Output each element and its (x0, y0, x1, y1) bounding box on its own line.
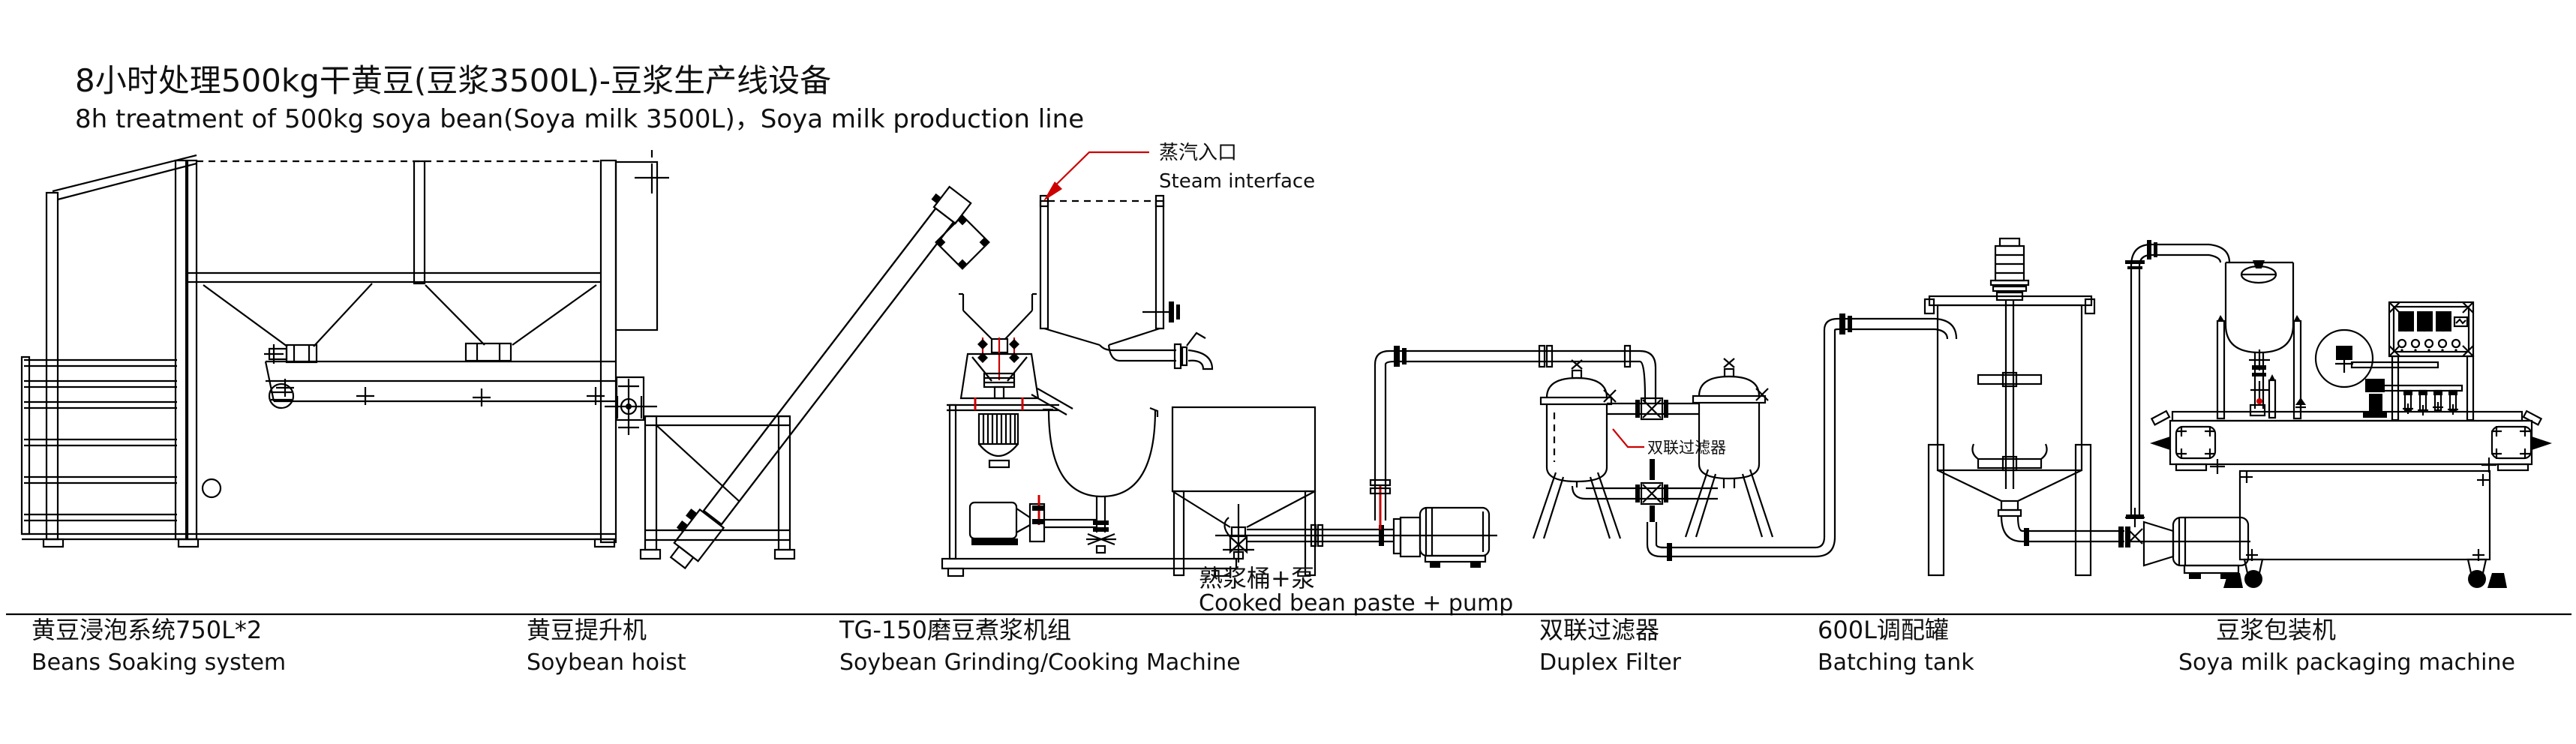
caption-soaking-en: Beans Soaking system (32, 650, 286, 676)
panel-meters (2398, 311, 2469, 332)
shaft-center-target (605, 376, 657, 435)
hoist-discharge-chute (935, 214, 990, 270)
caption-grinder-en: Soybean Grinding/Cooking Machine (839, 650, 1241, 676)
duplex-filter-pointer-label: 双联过滤器 (1647, 439, 1726, 457)
conveyor-datum-marks (276, 379, 605, 406)
steam-label-zh: 蒸汽入口 (1159, 142, 1237, 164)
pump-centerlines (1215, 504, 1497, 562)
beans-soaking-system (20, 150, 796, 560)
caption-soaking-zh: 黄豆浸泡系统750L*2 (32, 616, 262, 644)
soybean-hoist (669, 185, 990, 570)
panel-knobs (2397, 338, 2461, 352)
grinding-cooking-machine (941, 194, 1238, 578)
caption-hoist-zh: 黄豆提升机 (527, 616, 647, 644)
caption-hoist-en: Soybean hoist (527, 650, 686, 676)
duplex-filter (1532, 358, 1815, 561)
caption-packaging-zh: 豆浆包装机 (2216, 616, 2336, 644)
leader-arrowhead (1043, 182, 1062, 201)
title-line-en: 8h treatment of 500kg soya bean(Soya mil… (75, 104, 1084, 134)
steam-interface-callout: 蒸汽入口 Steam interface (1043, 142, 1315, 201)
equipment-captions: 黄豆浸泡系统750L*2 Beans Soaking system 黄豆提升机 … (32, 616, 2515, 676)
cooked-paste-label-en: Cooked bean paste + pump (1199, 590, 1513, 616)
pipe-pump-to-filter (1394, 344, 1657, 400)
drawing-title: 8小时处理500kg干黄豆(豆浆3500L)-豆浆生产线设备 8h treatm… (75, 62, 1084, 134)
wall-datum-cross (635, 150, 669, 194)
caption-batching-en: Batching tank (1818, 650, 1974, 676)
hoist-feed-tank (639, 415, 796, 560)
caption-filter-en: Duplex Filter (1539, 650, 1682, 676)
cooked-paste-tank-and-pump (1171, 350, 1497, 577)
datum-cross (264, 344, 284, 364)
caption-grinder-zh: TG-150磨豆煮浆机组 (839, 616, 1071, 644)
duplex-filter-pointer-callout: 双联过滤器 (1612, 428, 1726, 457)
cooked-paste-label-zh: 熟浆桶+泵 (1199, 564, 1315, 592)
packaging-machine (2125, 240, 2552, 588)
caption-packaging-en: Soya milk packaging machine (2178, 650, 2515, 676)
table-datum-marks (2176, 426, 2530, 474)
batching-tank (1923, 237, 2143, 577)
steam-label-en: Steam interface (1159, 170, 1315, 193)
pipe-filter-to-batching (1815, 314, 1958, 558)
cooked-paste-callout: 熟浆桶+泵 Cooked bean paste + pump (1199, 564, 1513, 616)
caption-batching-zh: 600L调配罐 (1818, 616, 1949, 644)
caption-filter-zh: 双联过滤器 (1539, 616, 1659, 644)
title-line-zh: 8小时处理500kg干黄豆(豆浆3500L)-豆浆生产线设备 (75, 62, 831, 99)
rack-shelves (24, 358, 177, 522)
